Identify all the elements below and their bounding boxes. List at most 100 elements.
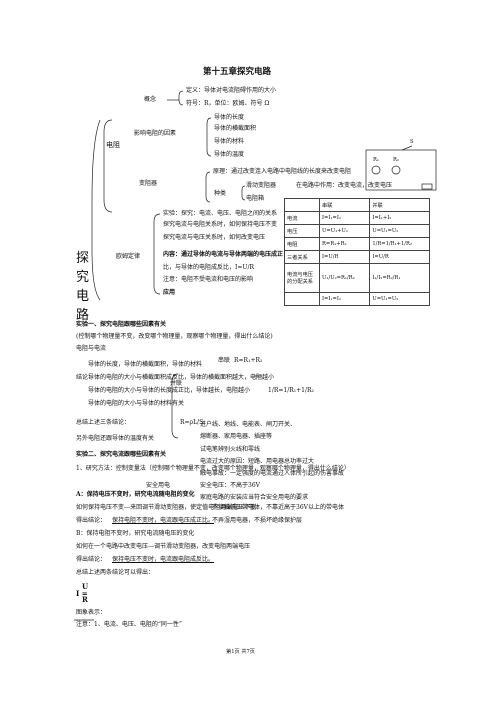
table-row: 串联 并联	[284, 198, 430, 212]
summary-formula: R=ρL/S	[180, 419, 204, 426]
table-header	[284, 198, 320, 212]
page-footer: 第1页 共7页	[226, 649, 255, 655]
safety-item: 试电笔辨别火线和零线	[200, 446, 261, 453]
table-cell: I=I₁=I₂	[318, 292, 371, 306]
note-line: 注意：1、电流、电压、电阻的“同一性”	[76, 621, 182, 628]
section1-heading: 实验一、探究电阻跟哪些因素有关	[76, 321, 167, 328]
table-cell: I=U/R	[369, 250, 430, 264]
a-title: A：保持电压不变时，研究电流随电阻的变化	[76, 491, 195, 498]
concept-label: 概念	[144, 96, 157, 103]
side-char: 电	[76, 289, 90, 304]
ohm-line: 应用	[163, 289, 176, 296]
table-cell: I=I₁+I₂	[369, 211, 430, 225]
table-row: I=I₁=I₂ U=U₁=U₂	[284, 292, 430, 306]
ohm-line: 注意：电阻不受电流和电压的影响	[163, 276, 254, 283]
b-conclusion: 保持电压不变时，电流跟电阻成反比。	[112, 556, 215, 563]
overlap-text: 另外电阻还跟导体的温度有关	[76, 435, 155, 442]
factor-item: 导体的材料	[214, 138, 245, 145]
section2-heading: 实验二、探究电流跟哪些因素有关	[76, 451, 167, 458]
table-cell: U=U₁=U₂	[369, 224, 430, 238]
series-parallel-table: 串联 并联 电流 I=I₁=I₂ I=I₁+I₂ 电压 U=U₁+U₂ U=U₁…	[284, 198, 430, 306]
factor-item: 导体的长度	[214, 114, 245, 121]
section1-item: 导体的长度，导体的横截面积，导体的材料	[88, 361, 203, 368]
table-row: 电阻 R=R₁+R₂ 1/R=1/R₁+1/R₂	[284, 237, 430, 251]
factor-item: 导体的温度	[214, 151, 245, 158]
b-conclusion-label: 得出结论：	[76, 556, 107, 563]
table-row: 三者关系 I=U/R I=U/R	[284, 250, 430, 264]
series-formula: R=R₁+R₂	[234, 357, 263, 364]
table-cell: U₁/U₂=R₁/R₂	[318, 263, 371, 293]
table-cell: I=U/R	[318, 250, 371, 264]
parallel-label: 并联	[170, 380, 183, 387]
circuit-label: R₁	[373, 157, 379, 163]
table-cell: 电流	[284, 211, 320, 225]
sliding-role: 在电路中作用：改变电流，改变电压	[296, 182, 393, 189]
table-row: 电流与电压的分配关系 U₁/U₂=R₁/R₂ I₁/I₂=R₂/R₁	[284, 263, 430, 293]
table-row: 电流 I=I₁=I₂ I=I₁+I₂	[284, 211, 430, 225]
table-cell: R=R₁+R₂	[318, 237, 371, 251]
side-char: 究	[76, 270, 90, 285]
safety-item: 家庭电路的安装应当符合安全用电的要求	[200, 494, 309, 501]
page-title: 第十五章探究电路	[203, 67, 272, 77]
table-cell: 1/R=1/R₁+1/R₂	[369, 237, 430, 251]
conclusion-line: 导体的电阻的大小与横截面积成反比，导体的横截面积越大，电阻越小	[88, 374, 275, 381]
factors-label: 影响电阻的因素	[134, 130, 177, 137]
rheostat-label: 变阻器	[139, 180, 158, 187]
b-how: 如何在一个电路中改变电压---调节滑动变阻器，改变电阻两端电压	[76, 543, 251, 550]
overlap-text: 电阻与电流	[76, 345, 107, 352]
ohm-label: 欧姆定律	[116, 253, 141, 260]
conclusion-label: 结论：	[76, 374, 95, 381]
ohm-line: 探究电流与电压关系时，如何改变电压	[163, 234, 266, 241]
section2-method: 1、研究方法：控制变量法（控制哪个物理量不变，改变哪个物理量，观察哪个物理量，得…	[76, 465, 350, 472]
b-title: B：保持电阻不变时，研究电流随电压的变化	[76, 530, 195, 537]
sliding-rheostat: 滑动变阻器	[246, 182, 277, 189]
table-cell: I₁/I₂=R₂/R₁	[369, 263, 430, 293]
ohm-line: 实验：探究：电流、电压、电阻之间的关系	[163, 210, 278, 217]
safety-item: 触电事故：一定强度的电流通过人体所引起的伤害事故	[200, 470, 345, 477]
a-conclusion-label: 得出结论：	[76, 517, 107, 524]
circuit-label: S	[410, 139, 414, 145]
table-header: 串联	[318, 198, 371, 212]
formula-I: I =	[76, 589, 88, 598]
side-char: 探	[76, 251, 90, 266]
safety-label: 安全用电	[146, 482, 171, 489]
table-cell: 电流与电压的分配关系	[284, 263, 320, 293]
graph-label: 图象表示：	[76, 609, 107, 616]
overlap-text: 不弄湿用电器，不损坏绝缘保护层	[212, 517, 303, 524]
conclusion-line: 导体的电阻的大小与导体的长度成正比，导体越长，电阻越小	[88, 387, 251, 394]
resistance-box: 电阻箱	[246, 195, 265, 202]
table-cell: U=U₁=U₂	[369, 292, 430, 306]
table-cell: 电阻	[284, 237, 320, 251]
a-how: 如何保持电压不变---来回调节滑动变阻器，使定值电阻两端电压不变	[76, 504, 257, 511]
table-cell: 三者关系	[284, 250, 320, 264]
overlap-text: 不接触低压带电体，不靠近高于36V以上的带电体	[212, 504, 344, 511]
series-label: 串联	[218, 357, 231, 364]
safety-item: 电流过大的原因：短路、用电器总功率过大	[200, 458, 315, 465]
table-row: 电压 U=U₁+U₂ U=U₁=U₂	[284, 224, 430, 238]
concept-symbol: 符号：R，单位：欧姆、符号 Ω	[186, 100, 270, 107]
summary-line: 总结上述三条结论：	[76, 419, 131, 426]
safety-item: 进户线、地线、电能表、闸刀开关、	[200, 421, 297, 428]
formula-R: R	[82, 595, 88, 604]
table-header: 并联	[369, 198, 430, 212]
a-conclusion: 保持电阻不变时，电流跟电压成正比。	[112, 517, 215, 524]
summary-line: 总结上述两条结论可以得出：	[76, 569, 155, 576]
table-cell: 电压	[284, 224, 320, 238]
safety-item: 熔断器、家用电器、插座等	[200, 433, 273, 440]
concept-definition: 定义：导体对电流阻碍作用的大小	[186, 87, 277, 94]
parallel-formula: 1/R=1/R₁+1/R₂	[268, 387, 314, 394]
table-cell	[284, 292, 320, 306]
ohm-line: 比，与导体的电阻成反比，I=U/R	[163, 264, 254, 271]
safety-item: 安全电压：不高于36V	[200, 482, 260, 489]
rheostat-principle: 原理：通过改变连入电路中电阻线的长度来改变电阻	[213, 168, 352, 175]
table-cell: U=U₁+U₂	[318, 224, 371, 238]
conclusion-line: 导体的电阻的大小与导体的材料有关	[88, 400, 185, 407]
table-cell: I=I₁=I₂	[318, 211, 371, 225]
circuit-label: R₂	[393, 157, 399, 163]
section1-method: (控制哪个物理量不变，改变哪个物理量，观察哪个物理量，得出什么结论)	[76, 333, 273, 340]
kinds-label: 种类	[214, 190, 227, 197]
side-char: 路	[76, 308, 90, 323]
formula-U: U	[82, 582, 89, 591]
factor-item: 导体的横截面积	[214, 125, 257, 132]
